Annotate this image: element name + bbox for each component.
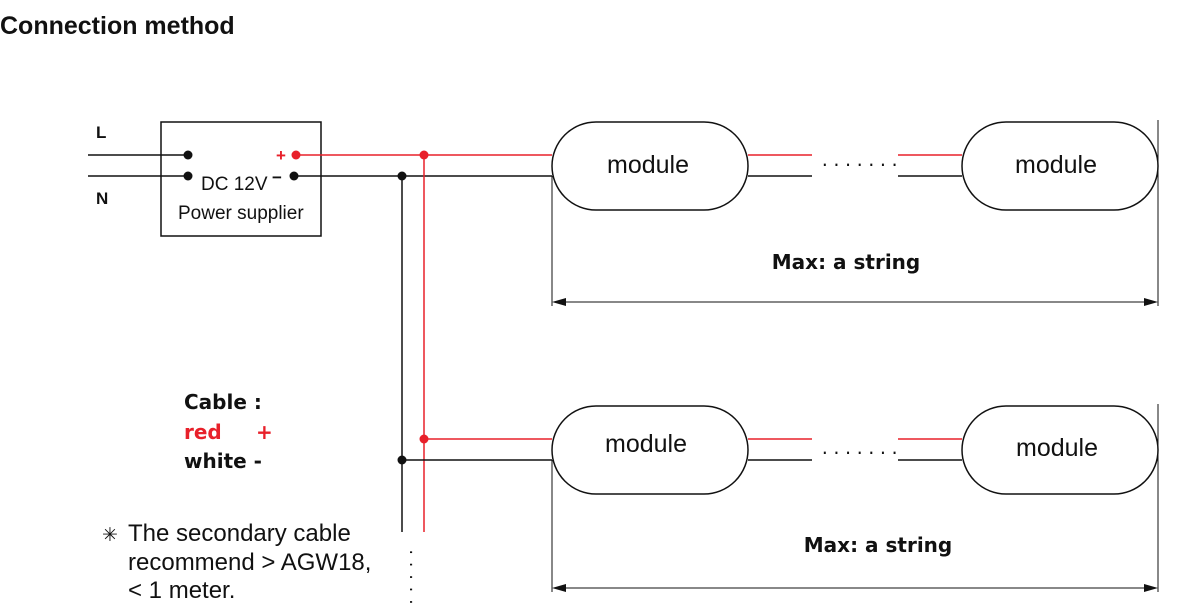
cable-legend: Cable : red + white - (184, 390, 273, 473)
note-asterisk-icon: ✳ (102, 524, 118, 546)
module-string-1: module ....... module Max: a string (551, 120, 1159, 306)
note-line-3: < 1 meter. (128, 577, 235, 604)
cable-legend-red-label: red (184, 420, 222, 444)
cable-note: ✳ The secondary cable recommend > AGW18,… (102, 520, 371, 604)
string-2-arrowhead-right (1144, 584, 1158, 592)
power-supply-name: Power supplier (178, 203, 304, 224)
cable-legend-white-label: white - (184, 449, 262, 473)
power-supply-voltage: DC 12V (201, 174, 268, 195)
string-1-ellipsis: ....... (820, 151, 901, 170)
note-line-2: recommend > AGW18, (128, 549, 371, 576)
psu-minus-sign: − (272, 168, 282, 187)
cable-legend-red-sign: + (256, 420, 273, 444)
cable-legend-heading: Cable : (184, 390, 262, 414)
string-2-arrowhead-left (552, 584, 566, 592)
string-2-ellipsis: ....... (820, 439, 901, 458)
string-1-arrowhead-left (552, 298, 566, 306)
string-1-arrowhead-right (1144, 298, 1158, 306)
psu-plus-sign: + (276, 146, 286, 165)
positive-junction-2 (419, 434, 429, 444)
positive-junction-1 (419, 150, 429, 160)
bus-continuation-dots: ······· (402, 548, 418, 610)
module-2-1 (551, 405, 749, 495)
negative-junction-2 (397, 455, 407, 465)
module-2-1-label: module (605, 430, 687, 458)
module-string-2: module ....... module Max: a string (551, 404, 1159, 592)
module-2-2-label: module (1016, 434, 1098, 462)
live-terminal (183, 150, 193, 160)
power-supply-box (160, 121, 322, 237)
neutral-terminal (183, 171, 193, 181)
live-label: L (96, 123, 106, 142)
module-1-1-label: module (607, 151, 689, 179)
module-1-2-label: module (1015, 151, 1097, 179)
module-1-1 (551, 121, 749, 211)
neutral-label: N (96, 189, 108, 208)
string-2-max-label: Max: a string (804, 533, 952, 557)
note-line-1: The secondary cable (128, 520, 351, 547)
negative-junction-1 (397, 171, 407, 181)
page-title: Connection method (0, 12, 235, 40)
string-1-max-label: Max: a string (772, 250, 920, 274)
